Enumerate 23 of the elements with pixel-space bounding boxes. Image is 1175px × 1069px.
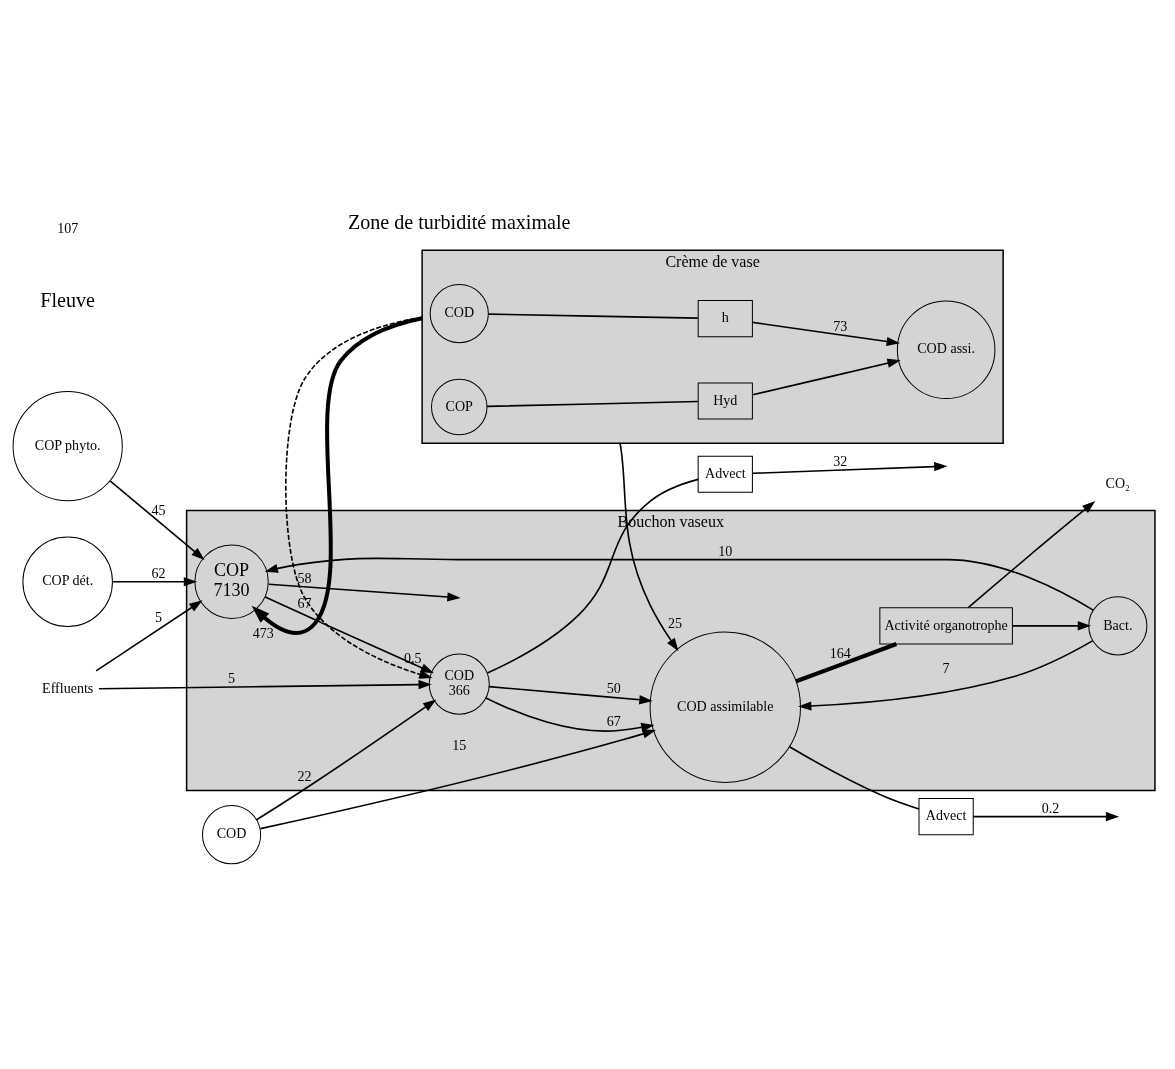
edge-label: 62 bbox=[150, 564, 166, 581]
edge-label: 45 bbox=[150, 501, 166, 518]
edge-label: 5 bbox=[154, 608, 162, 625]
edge-label: 50 bbox=[606, 679, 621, 696]
edge-label: 32 bbox=[832, 452, 847, 469]
edge-label: 0,5 bbox=[403, 649, 422, 666]
edge-label: 0.2 bbox=[1041, 799, 1059, 816]
edge-label: 5 bbox=[227, 669, 235, 686]
edge-label: 25 bbox=[667, 614, 682, 631]
edge-label: 7 bbox=[942, 659, 950, 676]
edge-label: 15 bbox=[451, 736, 466, 753]
edge-label: 10 bbox=[717, 542, 732, 559]
label: 107 bbox=[56, 219, 78, 236]
node-text: CO₂ bbox=[1105, 474, 1130, 491]
edge-label: 67 bbox=[606, 712, 621, 729]
edge-label: 473 bbox=[252, 624, 274, 641]
edge-label: 58 bbox=[297, 569, 312, 586]
edge-label: 73 bbox=[832, 317, 847, 334]
node-text: Effluents bbox=[41, 679, 93, 696]
label: Fleuve bbox=[39, 288, 95, 311]
label: Zone de turbidité maximale bbox=[347, 210, 570, 233]
edge-label: 22 bbox=[297, 767, 312, 784]
edge-label: 164 bbox=[829, 644, 851, 661]
